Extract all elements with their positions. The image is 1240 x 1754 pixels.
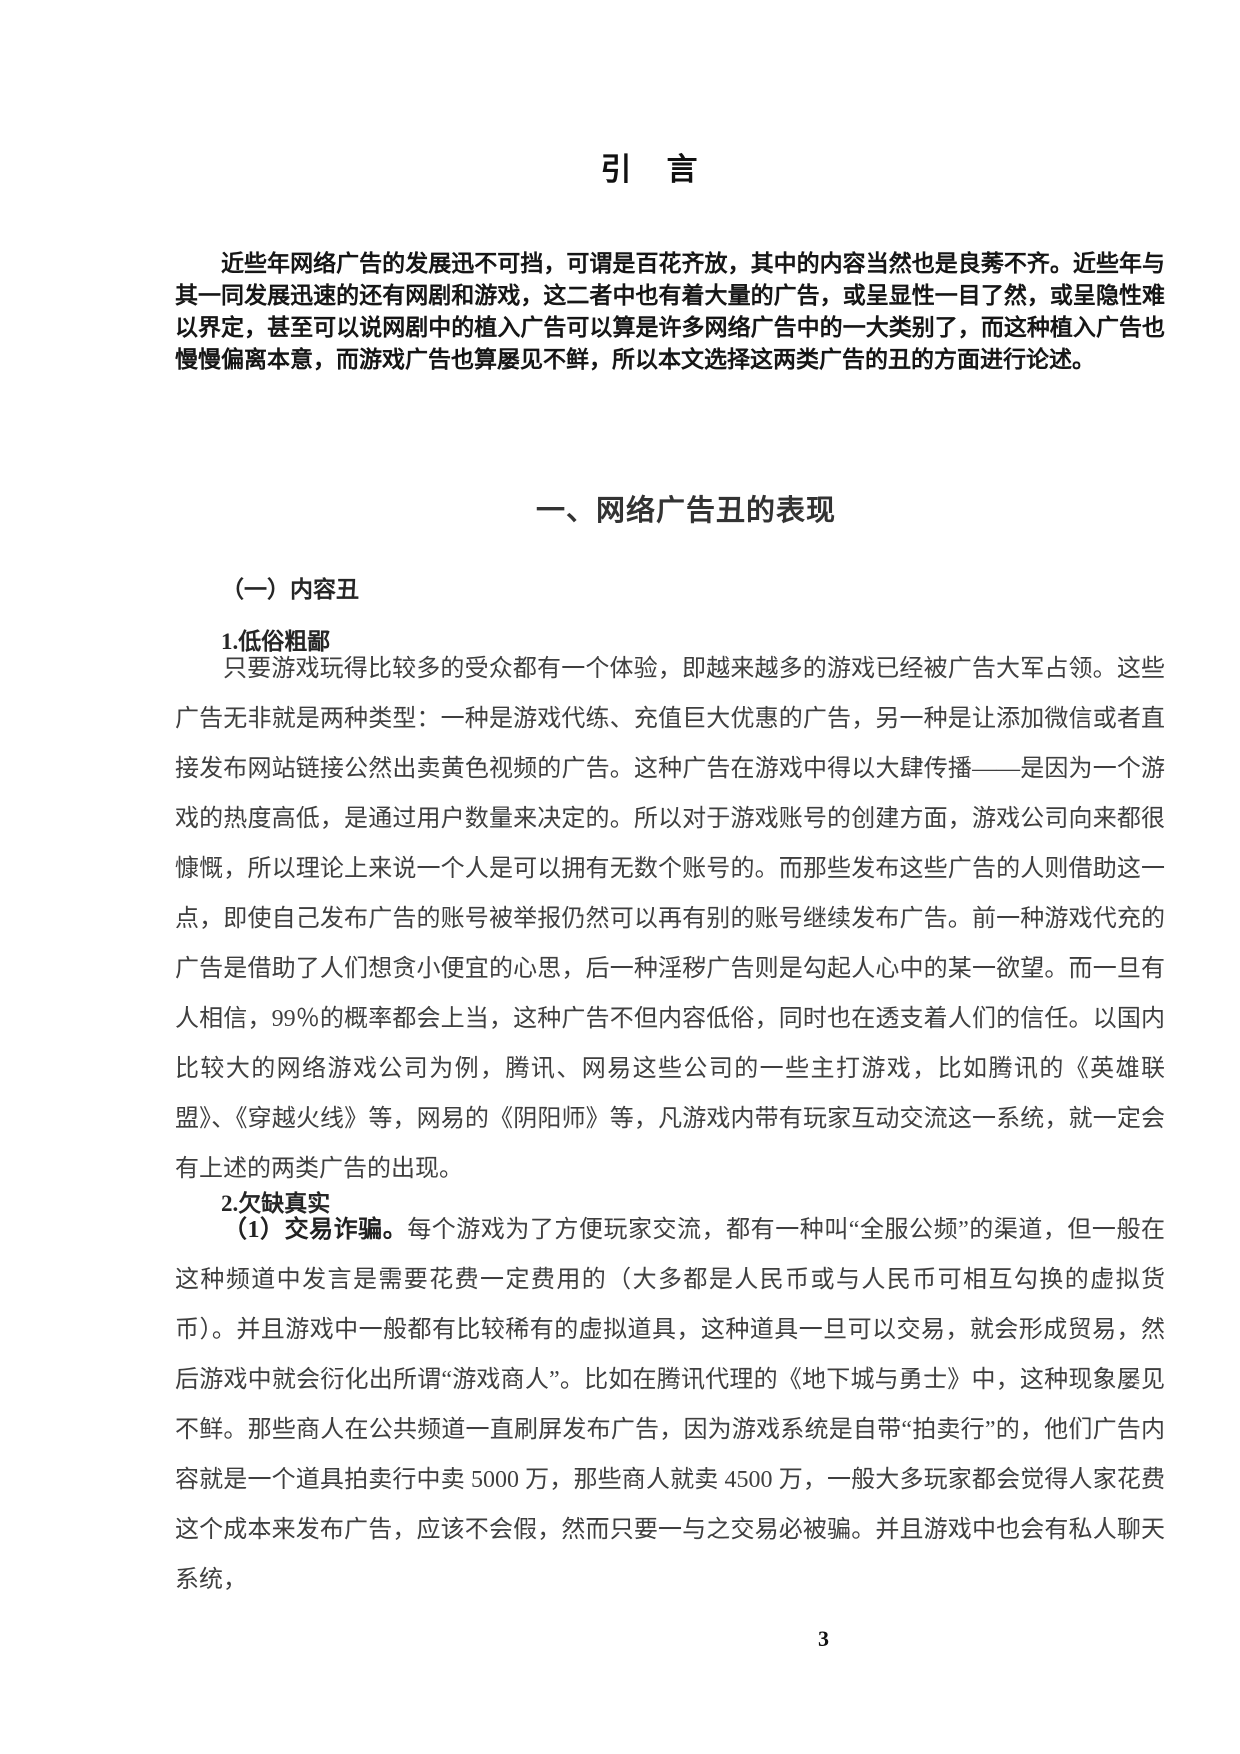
- section-1-heading: 一、网络广告丑的表现: [535, 495, 836, 527]
- subsection-1-heading: （一）内容丑: [221, 577, 359, 602]
- document-title: 引 言: [600, 152, 700, 187]
- point-1-body-text: 每个游戏为了方便玩家交流，都有一种叫“全服公频”的渠道，但一般在这种频道中发言是…: [175, 1217, 1165, 1593]
- page-number: 3: [818, 1626, 829, 1651]
- item-2-point-1-paragraph: （1）交易诈骗。每个游戏为了方便玩家交流，都有一种叫“全服公频”的渠道，但一般在…: [175, 1205, 1165, 1605]
- point-1-lead-label: （1）交易诈骗。: [223, 1217, 408, 1243]
- intro-paragraph: 近些年网络广告的发展迅不可挡，可谓是百花齐放，其中的内容当然也是良莠不齐。近些年…: [175, 251, 1165, 372]
- item-1-heading: 1.低俗粗鄙: [221, 629, 331, 654]
- item-2-heading: 2.欠缺真实: [221, 1191, 331, 1216]
- item-1-paragraph: 只要游戏玩得比较多的受众都有一个体验，即越来越多的游戏已经被广告大军占领。这些广…: [175, 656, 1165, 1182]
